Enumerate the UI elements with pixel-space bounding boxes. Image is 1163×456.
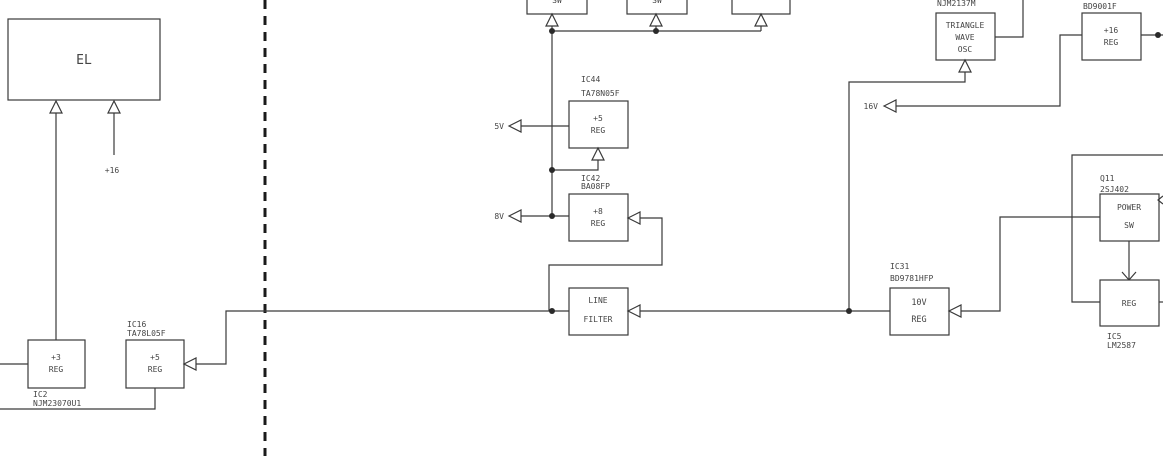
reg8-block [568,193,629,242]
arrow-into-power-sw [1157,195,1163,205]
wire [196,310,265,365]
reg10-block [889,287,950,336]
out-16v-label: 16V [864,102,879,111]
out-16v-arrow [882,99,897,113]
reg5-ic16-line1: +5 [150,353,160,362]
reg5-ic44-block [568,100,629,149]
reg8-line2: REG [591,219,606,228]
power-sw-block [1099,193,1160,242]
top-arrow-3 [754,12,768,27]
out-5v-arrow [507,119,522,133]
ic5-ref: IC5 [1107,332,1122,341]
line-filter-input-arrow [626,304,641,318]
wire [0,388,156,410]
q11-part: 2SJ402 [1100,185,1129,194]
ic5-part: LM2587 [1107,341,1136,350]
line-filter-block [568,287,629,336]
junction-dot [549,308,555,314]
el-input-arrow-1 [49,99,63,114]
junction-dot [846,308,852,314]
power-sw-line2: SW [1124,221,1134,230]
ic2-ref: IC2 [33,390,48,399]
reg3-line2: REG [49,365,64,374]
triangle-osc-line2: WAVE [955,33,974,42]
wire [848,72,966,311]
reg10-input-arrow [947,304,962,318]
triangle-osc-line1: TRIANGLE [946,21,985,30]
reg5-ic44-line1: +5 [593,114,603,123]
junction-dot [549,28,555,34]
top-sw-block-1 [526,0,588,15]
reg10-line2: REG [911,315,926,325]
ic16-part: TA78L05F [127,329,166,338]
top-arrow-1 [545,12,559,27]
out-8v-label: 8V [494,212,504,221]
q11-ref: Q11 [1100,174,1115,183]
ic42-part: BA08FP [581,182,610,191]
top-block-3 [731,0,791,15]
reg3-line1: +3 [51,353,61,362]
ic5-reg-label: REG [1122,299,1137,308]
top-arrow-2 [649,12,663,27]
junction-dot [549,167,555,173]
junction-dot [653,28,659,34]
wire [995,0,1024,38]
wire [548,217,663,311]
ic31-part: BD9781HFP [890,274,934,283]
ic16-ref: IC16 [127,320,146,329]
reg5-ic44-line2: REG [591,126,606,135]
triangle-osc-line3: OSC [958,45,973,54]
junction-dot [1155,32,1161,38]
reg16-line1: +16 [1104,26,1119,35]
triangle-osc-input-arrow [958,58,972,73]
top-sw-label-2: SW [652,0,662,5]
junction-dot [549,213,555,219]
reg10-line1: 10V [911,298,926,308]
line-filter-line1: LINE [588,296,607,305]
reg5-ic16-block [125,339,185,389]
power-sw-line1: POWER [1117,203,1141,212]
out-8v-arrow [507,209,522,223]
el-block [7,18,161,101]
ic44-ref: IC44 [581,75,600,84]
top-sw-label-1: SW [552,0,562,5]
reg3-block [27,339,86,389]
ic44-part: TA78N05F [581,89,620,98]
ic16-input-arrow [182,357,197,371]
el-label: EL [76,53,92,68]
el-input-arrow-2 [107,99,121,114]
ic42-ref: IC42 [581,174,600,183]
wire [552,160,599,171]
reg16-line2: REG [1104,38,1119,47]
out-5v-label: 5V [494,122,504,131]
plus16-label: +16 [105,166,120,175]
triangle-osc-part: NJM2137M [937,0,976,8]
reg5-ic16-line2: REG [148,365,163,374]
bd9001-part: BD9001F [1083,2,1117,11]
ic2-part: NJM23070U1 [33,399,81,408]
top-sw-block-2 [626,0,688,15]
wire [961,216,1100,312]
ic31-ref: IC31 [890,262,909,271]
wire [896,34,1082,107]
ic44-input-arrow [591,146,605,161]
ic5-reg-block [1099,279,1160,327]
reg8-line1: +8 [593,207,603,216]
ic42-input-arrow [626,211,641,225]
triangle-osc-block [935,12,996,61]
reg16-block [1081,12,1142,61]
wire [1071,154,1100,303]
line-filter-line2: FILTER [584,315,613,324]
